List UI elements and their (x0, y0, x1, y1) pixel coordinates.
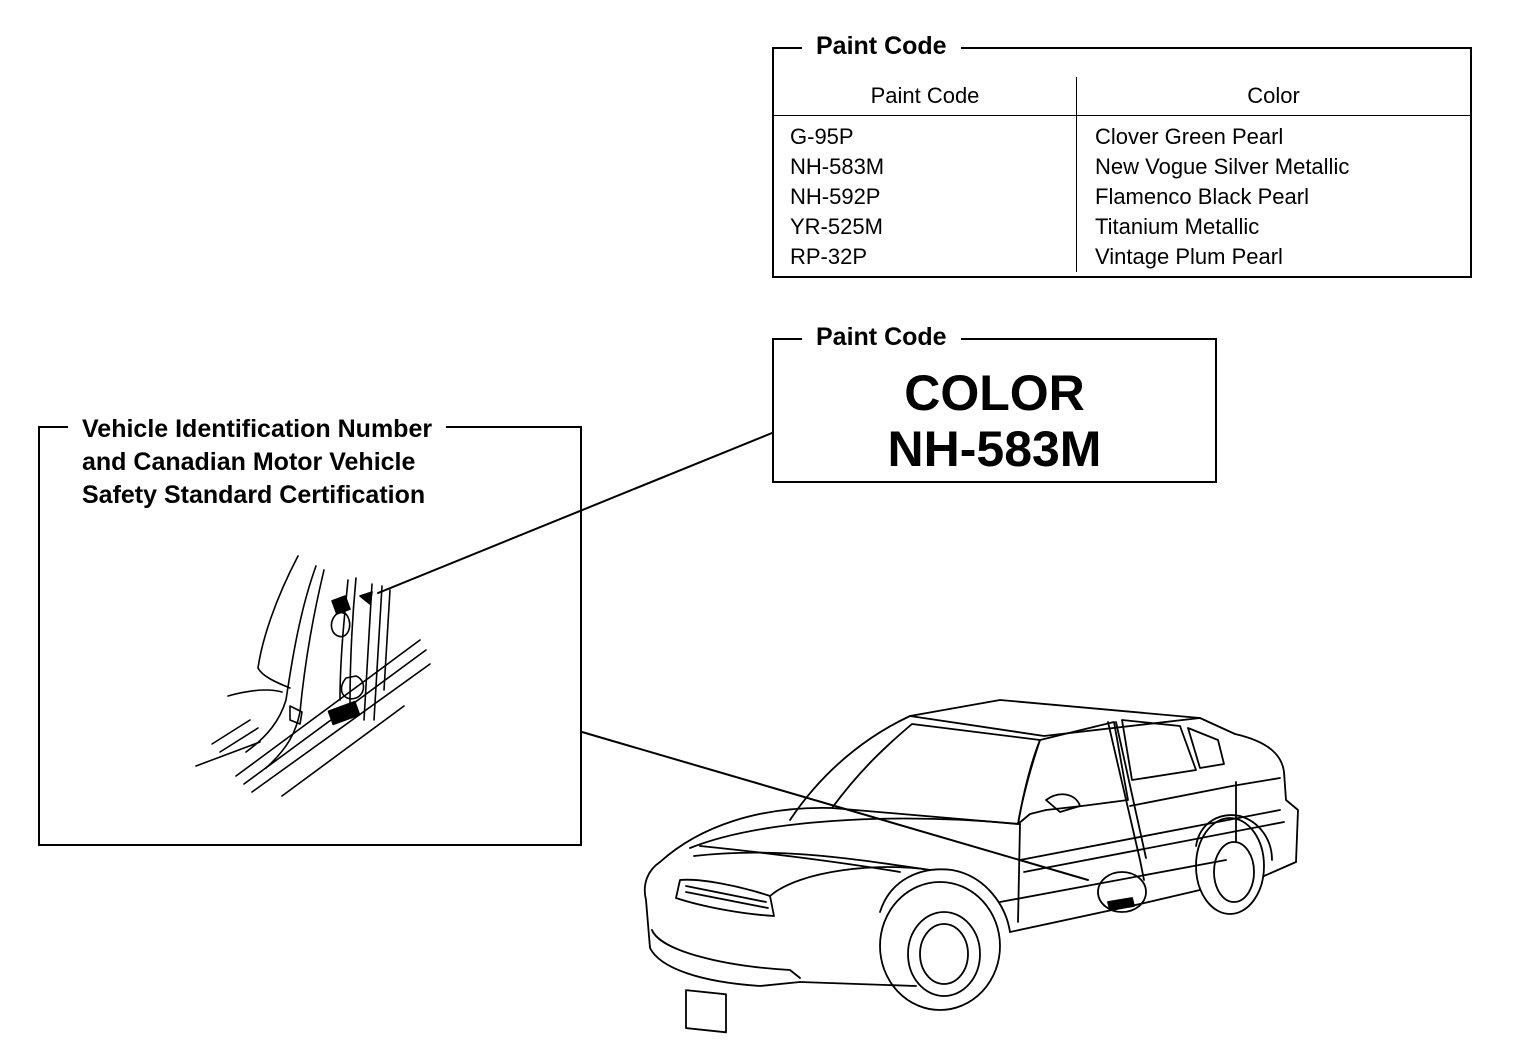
car-drawing (643, 699, 1299, 1034)
vin-title-line: Vehicle Identification Number (82, 415, 433, 443)
column-header-color: Color (1076, 77, 1470, 116)
color-name-cell: New Vogue Silver Metallic (1095, 154, 1350, 179)
paint-code-label-title: Paint Code (802, 323, 961, 351)
paint-code-cell: YR-525M (774, 212, 1077, 242)
leader-line-to-paint-label (377, 432, 773, 594)
vin-title-line: and Canadian Motor Vehicle (82, 448, 416, 476)
table-row: G-95P Clover Green Pearl (774, 115, 1470, 152)
paint-code-cell: NH-583M (774, 152, 1077, 182)
leader-lines (377, 432, 1089, 881)
paint-code-table-box: Paint Code Paint Code Color G-95P Clover… (772, 32, 1472, 278)
paint-code-cell: G-95P (774, 115, 1077, 152)
table-row: NH-592P Flamenco Black Pearl (774, 182, 1470, 212)
table-header-row: Paint Code Color (774, 77, 1470, 116)
paint-code-cell: RP-32P (774, 242, 1077, 272)
table-row: YR-525M Titanium Metallic (774, 212, 1470, 242)
color-name-cell: Clover Green Pearl (1095, 124, 1284, 149)
paint-code-table: Paint Code Color G-95P Clover Green Pear… (774, 77, 1470, 272)
vin-callout-title: Vehicle Identification Number and Canadi… (68, 413, 447, 512)
color-name-cell: Flamenco Black Pearl (1095, 184, 1309, 209)
paint-code-label-box: Paint Code COLOR NH-583M (772, 323, 1217, 483)
paint-code-cell: NH-592P (774, 182, 1077, 212)
door-jamb-detail-drawing (195, 555, 431, 797)
vin-title-line: Safety Standard Certification (82, 481, 426, 509)
color-name-cell: Titanium Metallic (1095, 214, 1260, 239)
color-name-cell: Vintage Plum Pearl (1095, 244, 1283, 269)
paint-code-table-title: Paint Code (802, 32, 961, 60)
table-row: RP-32P Vintage Plum Pearl (774, 242, 1470, 272)
label-color-text: COLOR (904, 365, 1085, 421)
table-row: NH-583M New Vogue Silver Metallic (774, 152, 1470, 182)
label-code-text: NH-583M (887, 421, 1102, 477)
column-header-paint-code: Paint Code (774, 77, 1077, 116)
leader-line-to-vin-box (581, 731, 1089, 881)
